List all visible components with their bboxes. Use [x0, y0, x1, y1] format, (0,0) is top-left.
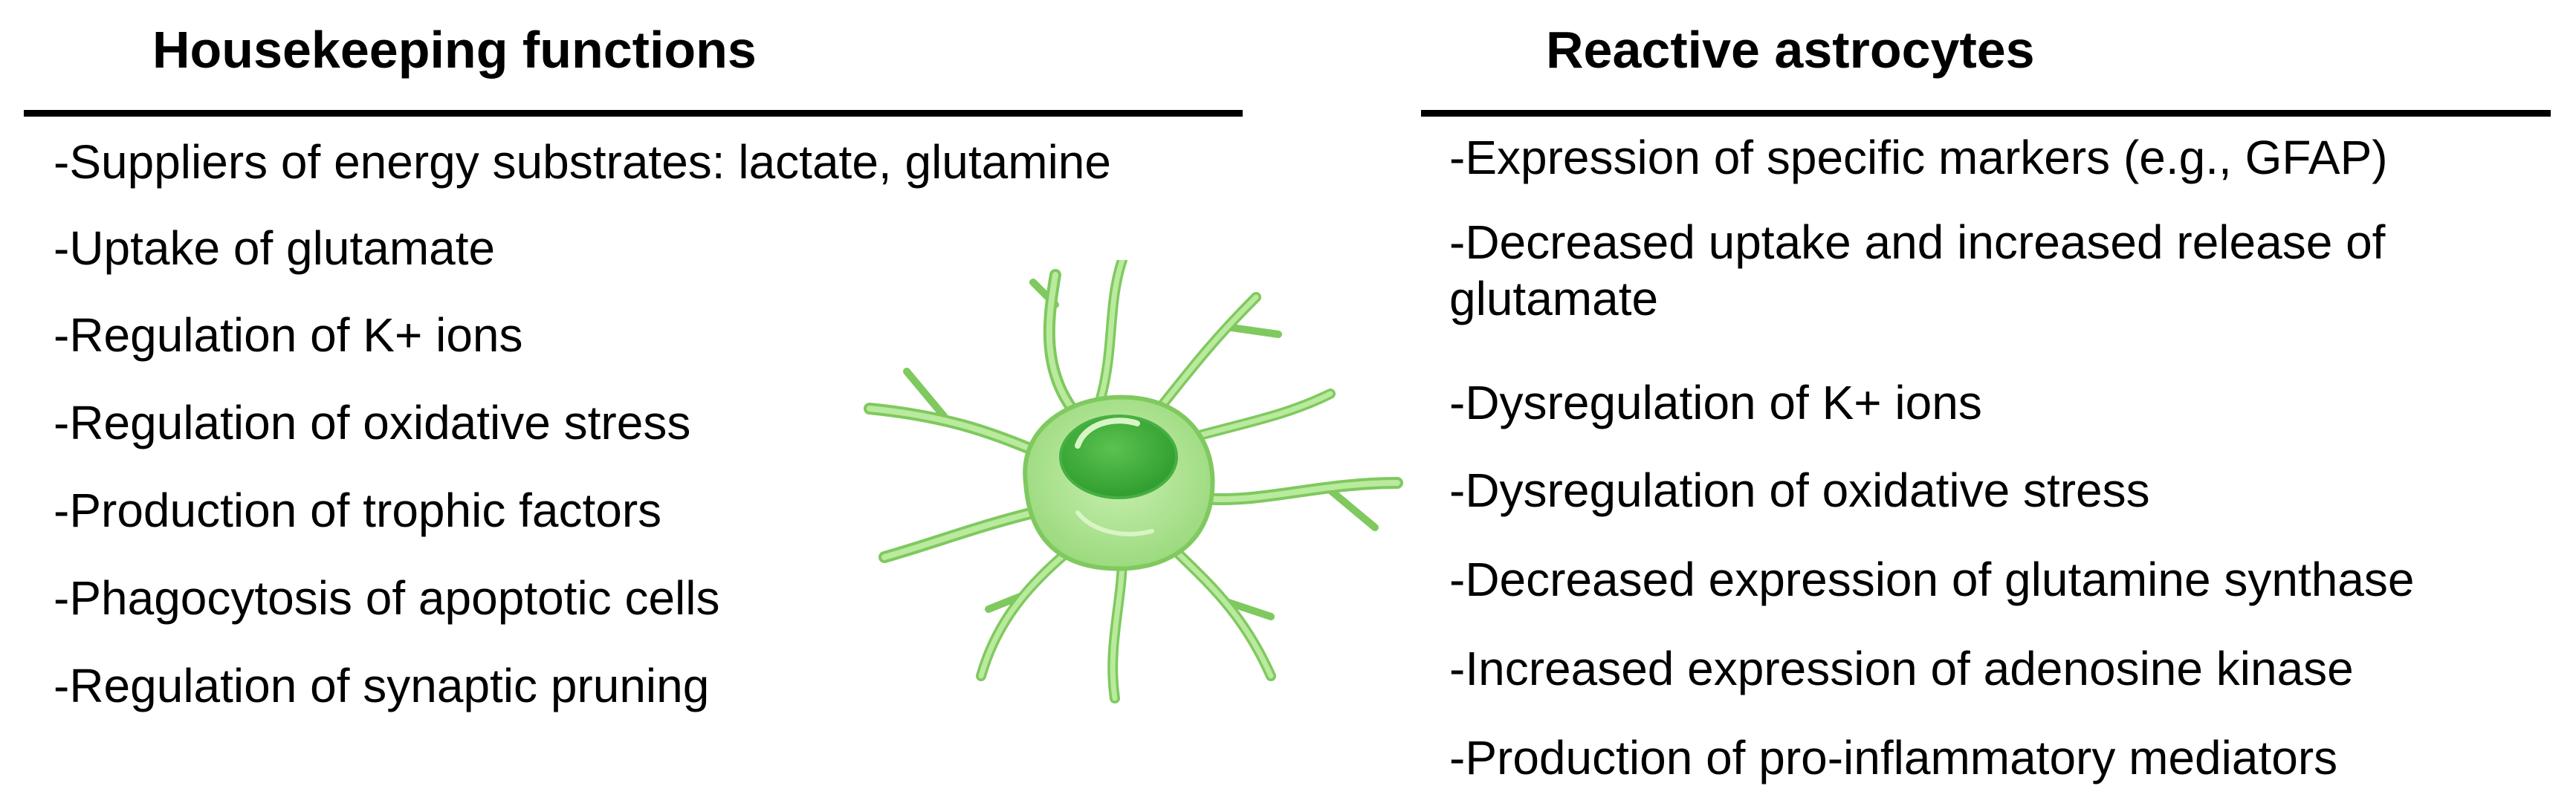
- list-item: -Increased expression of adenosine kinas…: [1449, 642, 2354, 695]
- list-item: -Suppliers of energy substrates: lactate…: [54, 135, 1111, 189]
- list-item: -Production of pro-inflammatory mediator…: [1449, 731, 2338, 784]
- list-item: -Decreased uptake and increased release …: [1449, 215, 2386, 325]
- list-item: -Regulation of synaptic pruning: [54, 659, 710, 712]
- list-item: -Regulation of oxidative stress: [54, 396, 691, 449]
- astrocyte-illustration: [864, 260, 1403, 704]
- reactive-astrocytes-title: Reactive astrocytes: [1546, 21, 2035, 79]
- astrocyte-nucleus: [1059, 415, 1178, 499]
- list-item: -Phagocytosis of apoptotic cells: [54, 571, 720, 625]
- list-item: -Expression of specific markers (e.g., G…: [1449, 131, 2388, 184]
- reactive-divider: [1421, 110, 2551, 117]
- list-item: -Uptake of glutamate: [54, 221, 496, 275]
- list-item: -Dysregulation of K+ ions: [1449, 376, 1982, 429]
- list-item: -Production of trophic factors: [54, 484, 662, 537]
- list-item: -Regulation of K+ ions: [54, 308, 523, 362]
- housekeeping-divider: [24, 110, 1243, 117]
- list-item: -Dysregulation of oxidative stress: [1449, 464, 2150, 517]
- list-item: -Decreased expression of glutamine synth…: [1449, 553, 2415, 606]
- housekeeping-title: Housekeeping functions: [152, 21, 757, 79]
